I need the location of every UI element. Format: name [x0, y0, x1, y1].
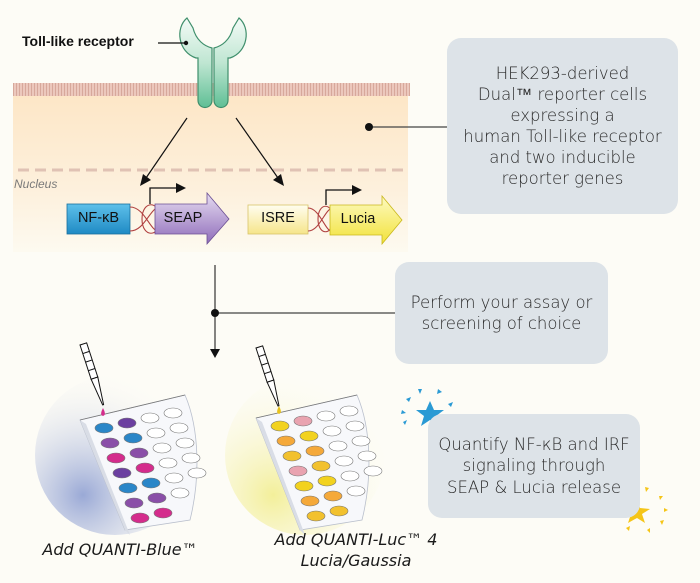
plate-well: [299, 430, 319, 442]
cells-connector-dot: [365, 123, 373, 131]
plate-well: [329, 505, 349, 517]
plate-well: [288, 465, 308, 477]
assay-line: Perform your assay or: [410, 292, 593, 312]
nfkb-label: NF-κB: [77, 210, 120, 226]
plate-well: [339, 405, 359, 417]
plate-well: [328, 440, 348, 452]
seap-label: SEAP: [163, 210, 203, 226]
assay-connector-dot: [211, 309, 219, 317]
quanti-luc-caption: Add QUANTI-Luc™ 4 Lucia/Gaussia: [254, 530, 458, 572]
isre-promoter-box: [247, 204, 309, 235]
plate-well: [175, 437, 195, 449]
plate-well: [334, 455, 354, 467]
nucleus-label: Nucleus: [14, 177, 58, 191]
plate-well: [169, 422, 189, 434]
plate-well: [340, 470, 360, 482]
lucia-label: Lucia: [340, 211, 376, 227]
cells-line: and two inducible: [489, 148, 636, 168]
receptor-label: Toll-like receptor: [22, 33, 134, 49]
plate-well: [140, 412, 160, 424]
cells-line: expressing a: [510, 105, 615, 125]
plate-well: [293, 415, 313, 427]
plate-well: [357, 450, 377, 462]
plate-well: [146, 427, 166, 439]
plate-well: [163, 407, 183, 419]
plate-well: [187, 467, 207, 479]
tss-arrowhead-2: [352, 185, 362, 195]
plate-well: [181, 452, 201, 464]
plate-well: [117, 417, 137, 429]
plate-well: [170, 487, 190, 499]
plate-well: [351, 435, 371, 447]
isre-label: ISRE: [261, 210, 295, 226]
transcription-start-arrow-1: [149, 187, 178, 204]
quanti-blue-plate-icon: [35, 342, 207, 535]
tss-arrowhead-1: [176, 183, 186, 193]
plate-well: [363, 465, 383, 477]
plate-well: [282, 450, 302, 462]
quantify-box: Quantify NF-κB and IRF signaling through…: [428, 414, 640, 518]
cells-description-box: HEK293-derived Dual™ reporter cells expr…: [447, 38, 678, 214]
plate-well: [135, 462, 155, 474]
plate-well: [147, 492, 167, 504]
plate-well: [94, 422, 114, 434]
seap-reporter-arrow: [154, 191, 230, 246]
cells-line: Dual™ reporter cells: [477, 84, 648, 104]
plate-well: [118, 482, 138, 494]
signal-arrow-nfkb: [140, 117, 188, 186]
plate-well: [345, 420, 365, 432]
receptor-label-dot: [183, 40, 189, 46]
assay-box: Perform your assay or screening of choic…: [395, 262, 608, 364]
plate-well: [106, 452, 126, 464]
cells-line: human Toll-like receptor: [463, 127, 662, 146]
plate-well: [276, 435, 296, 447]
nfkb-promoter-box: [66, 203, 131, 235]
assay-line: screening of choice: [421, 314, 582, 333]
plate-well: [112, 467, 132, 479]
plate-well: [164, 472, 184, 484]
plate-well: [300, 495, 320, 507]
quanti-luc-plate-icon: [225, 345, 385, 535]
plate-well: [322, 425, 342, 437]
quantify-line: Quantify NF-κB and IRF: [438, 435, 630, 455]
caption-line: Add QUANTI-Blue™: [42, 540, 198, 559]
plate-well: [294, 480, 314, 492]
plate-well: [129, 447, 149, 459]
plate-well: [100, 437, 120, 449]
plate-well: [270, 420, 290, 432]
lucia-reporter-arrow: [329, 194, 403, 246]
plate-well: [152, 442, 172, 454]
plate-well: [124, 497, 144, 509]
plate-well: [323, 490, 343, 502]
plate-well: [311, 460, 331, 472]
quanti-blue-caption: Add QUANTI-Blue™: [20, 540, 220, 561]
quantify-line: signaling through: [462, 456, 606, 476]
plate-well: [130, 512, 150, 524]
quantify-line: SEAP & Lucia release: [446, 477, 622, 497]
caption-line: Add QUANTI-Luc™ 4: [274, 530, 438, 549]
flow-arrowhead: [210, 349, 220, 358]
plate-well: [306, 510, 326, 522]
plate-well: [158, 457, 178, 469]
cells-line: HEK293-derived: [495, 63, 630, 83]
plate-well: [305, 445, 325, 457]
plate-well: [346, 485, 366, 497]
plate-well: [123, 432, 143, 444]
plate-well: [153, 507, 173, 519]
transcription-start-arrow-2: [325, 189, 354, 205]
caption-line: Lucia/Gaussia: [300, 550, 412, 570]
cells-line: reporter genes: [501, 169, 624, 189]
plate-well: [316, 410, 336, 422]
plate-well: [141, 477, 161, 489]
plate-well: [317, 475, 337, 487]
signal-arrow-isre: [235, 117, 284, 186]
